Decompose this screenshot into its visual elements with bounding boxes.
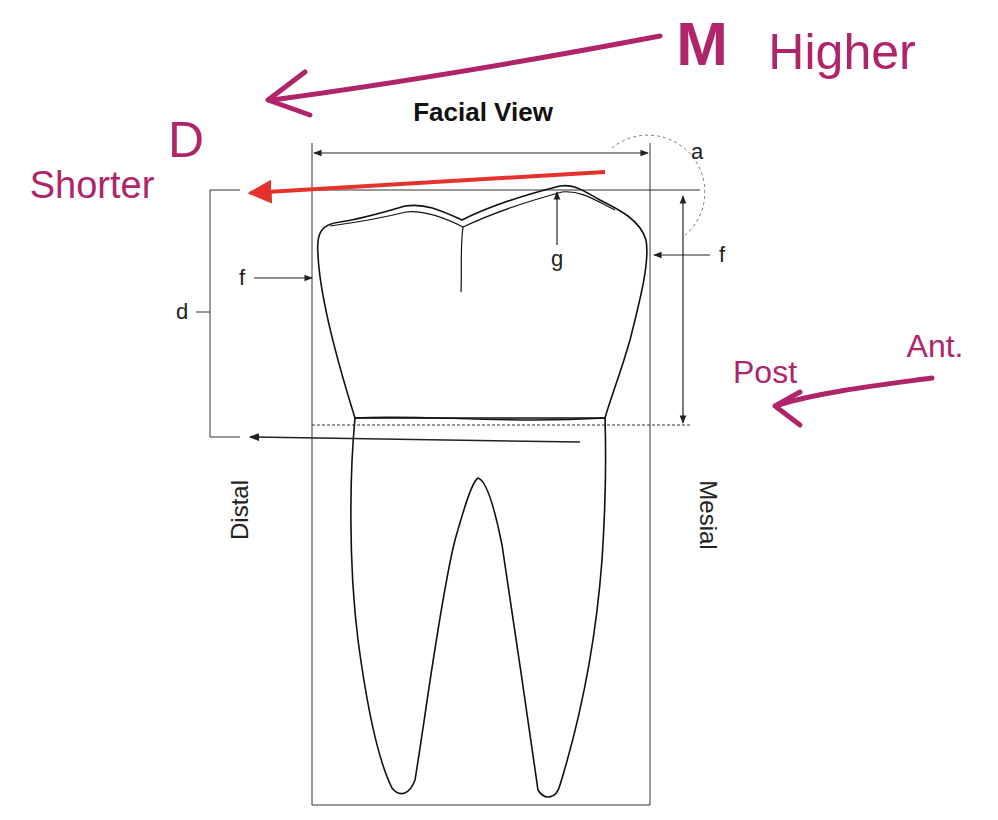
f-arrow <box>254 277 312 278</box>
dimension-letter: g <box>551 248 563 270</box>
frame-line <box>650 143 651 805</box>
frame-line <box>312 190 700 191</box>
cervical-arrow <box>250 437 580 442</box>
view-title: Facial View <box>413 99 553 125</box>
cervical-guide <box>312 425 692 426</box>
buccal-groove <box>461 227 463 292</box>
dimension-letter: a <box>691 141 703 163</box>
arrow-head-hand <box>268 72 310 115</box>
height-dimension <box>682 196 683 423</box>
d-bracket <box>196 190 240 437</box>
handwritten-note: Ant. <box>907 330 964 362</box>
dimension-letter: d <box>176 301 188 323</box>
handwritten-arrows <box>268 36 932 425</box>
handwritten-note: M <box>676 13 728 75</box>
occlusal-ridge <box>330 192 615 227</box>
crown-outline <box>318 186 647 418</box>
root-outline <box>351 418 606 797</box>
handwritten-note: Shorter <box>30 166 155 204</box>
handwritten-note: D <box>168 115 204 165</box>
dashed-arc <box>612 135 705 236</box>
dimension-letter: f <box>239 267 245 289</box>
handwritten-note: Post <box>733 356 797 388</box>
cervical-line <box>355 417 605 420</box>
width-dimension <box>314 152 648 153</box>
arrow-head-hand <box>775 392 800 425</box>
mesial-distal-arrow <box>272 36 660 100</box>
f-arrow <box>654 254 710 255</box>
dimension-letter: f <box>719 244 725 266</box>
g-arrow <box>556 192 557 245</box>
frame-line <box>312 143 313 805</box>
side-label: Mesial <box>696 480 720 549</box>
frame <box>312 143 700 805</box>
red-arrow <box>250 172 605 193</box>
frame-line <box>312 805 650 806</box>
handwritten-note: Higher <box>768 27 915 77</box>
side-label: Distal <box>228 480 252 540</box>
